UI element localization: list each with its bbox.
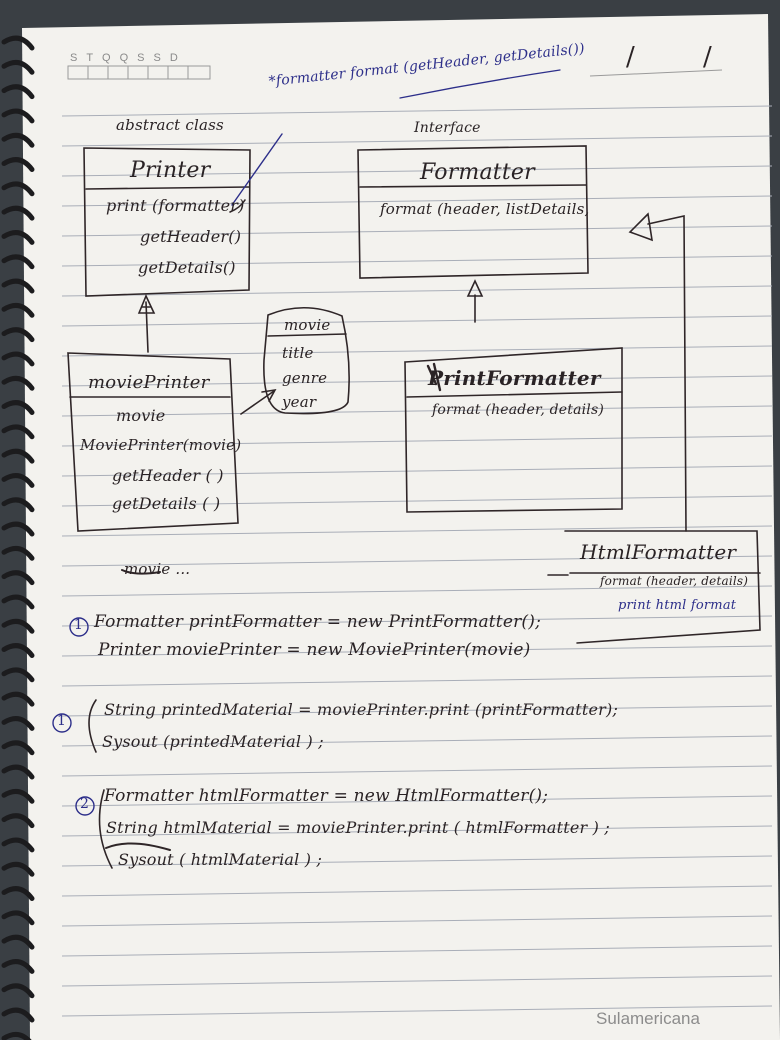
ruled-lines <box>61 105 773 1017</box>
formatter-title-divider <box>359 184 587 188</box>
html-formatter-class-box <box>564 530 761 644</box>
printer-title: Printer <box>130 158 211 183</box>
print-formatter-method-format: format (header, details) <box>432 402 605 418</box>
html-formatter-method-format: format (header, details) <box>600 574 749 588</box>
step-3-line-3: Sysout ( htmlMaterial ) ; <box>118 850 323 869</box>
interface-label: Interface <box>414 120 481 136</box>
movie-class-box <box>263 306 350 415</box>
formatter-title: Formatter <box>420 160 535 185</box>
step-2-line-1: String printedMaterial = moviePrinter.pr… <box>104 700 619 719</box>
step-circle-2 <box>52 713 72 733</box>
weekday-header: STQQSSD <box>70 52 187 64</box>
step-1-line-2: Printer moviePrinter = new MoviePrinter(… <box>98 640 531 660</box>
abstract-class-label: abstract class <box>116 116 224 134</box>
step-3-line-2: String htmlMaterial = moviePrinter.print… <box>106 818 610 837</box>
step-number-2: 1 <box>57 713 67 729</box>
formatter-interface-box <box>357 145 589 279</box>
print-formatter-class-box <box>404 347 623 513</box>
movie-title-divider <box>267 333 347 337</box>
spiral-binding <box>1 35 35 1040</box>
printer-method-get-details: getDetails() <box>138 258 236 277</box>
movie-class-title: movie <box>284 316 331 334</box>
step-number-1: 1 <box>74 617 84 633</box>
formatter-method-format: format (header, listDetails, <box>380 200 590 218</box>
printer-method-get-header: getHeader() <box>140 227 242 246</box>
movie-printer-get-header: getHeader ( ) <box>112 466 224 485</box>
print-formatter-title: PrintFormatter <box>428 366 601 390</box>
step-3-line-1: Formatter htmlFormatter = new HtmlFormat… <box>104 786 549 806</box>
printer-method-print: print (formatter) <box>106 196 245 215</box>
date-field: / / <box>626 42 742 72</box>
inheritance-arrow-printer <box>145 301 149 353</box>
association-arrow-movie <box>240 390 275 415</box>
printer-class-box <box>83 147 251 297</box>
movie-field-year: year <box>282 393 317 411</box>
movie-ellipsis-note: movie ... <box>124 560 191 578</box>
movie-printer-class-box <box>67 352 239 532</box>
printer-title-divider <box>85 186 250 190</box>
step-number-3: 2 <box>80 796 90 812</box>
step-circle-1 <box>69 617 89 637</box>
notebook-brand-logo: Sulamericana <box>596 1009 700 1028</box>
uml-diagram <box>52 69 761 869</box>
step-1-line-1: Formatter printFormatter = new PrintForm… <box>94 612 542 632</box>
html-formatter-title: HtmlFormatter <box>580 540 737 564</box>
movie-printer-title: moviePrinter <box>88 372 210 393</box>
note-pointer <box>231 133 283 206</box>
implements-arrow-html-formatter <box>647 215 687 532</box>
movie-printer-get-details: getDetails ( ) <box>112 494 221 513</box>
html-formatter-note: print html format <box>618 598 737 613</box>
step-2-line-2: Sysout (printedMaterial ) ; <box>102 732 324 751</box>
movie-printer-constructor: MoviePrinter(movie) <box>80 436 242 454</box>
weekday-boxes <box>67 65 723 80</box>
step-circle-3 <box>75 796 95 816</box>
print-formatter-title-divider <box>406 391 623 398</box>
movie-field-genre: genre <box>282 369 328 387</box>
movie-printer-member-movie: movie <box>116 406 166 425</box>
movie-field-title: title <box>282 344 314 362</box>
